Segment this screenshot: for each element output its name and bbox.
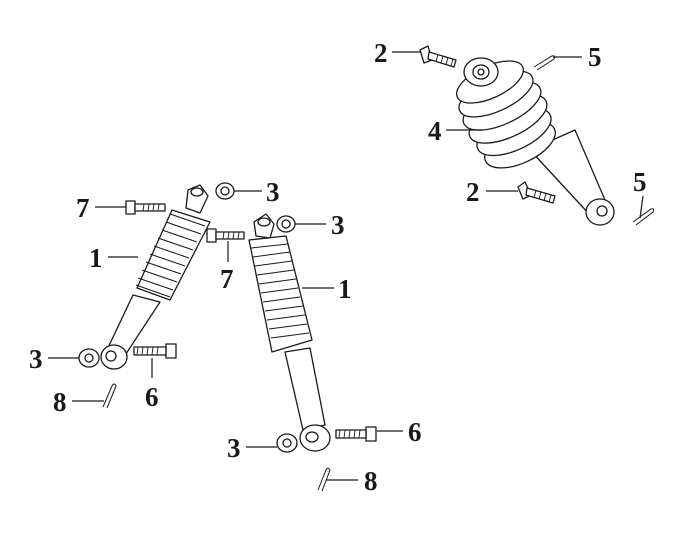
shock-absorber-1-right [248, 213, 331, 452]
bolt-7-mid [206, 228, 245, 243]
callout-6-left: 6 [145, 382, 159, 412]
callout-4: 4 [428, 116, 442, 146]
cotter-pin-8-left [102, 383, 117, 409]
bolt-2-mid [517, 181, 556, 204]
callout-3-top-right: 3 [331, 210, 345, 240]
nut-3-bottom-left [78, 348, 100, 368]
cotter-pin-8-right [317, 467, 331, 492]
callout-8-right: 8 [364, 466, 378, 496]
callouts: 2 5 4 2 5 7 3 3 1 7 1 3 6 8 3 6 8 [29, 38, 647, 496]
nut-3-top-right [276, 215, 296, 233]
cotter-pin-5-top [533, 55, 556, 71]
spring-coils [250, 243, 310, 339]
cotter-pin-5-right [632, 208, 655, 226]
callout-5-right: 5 [633, 167, 647, 197]
bolt-2-top [419, 45, 457, 68]
bolt-7-left [125, 200, 166, 215]
callout-1-right: 1 [338, 274, 352, 304]
callout-3-bottom-right: 3 [227, 433, 241, 463]
callout-7-left: 7 [76, 193, 90, 223]
callout-3-top-left: 3 [266, 177, 280, 207]
shock-absorber-1-left [100, 184, 211, 370]
callout-5-top: 5 [588, 42, 602, 72]
callout-7-mid: 7 [220, 264, 234, 294]
coil-spring [456, 60, 556, 169]
callout-2-mid: 2 [466, 177, 480, 207]
callout-3-bottom-left: 3 [29, 344, 43, 374]
callout-6-right: 6 [408, 417, 422, 447]
callout-2-top: 2 [374, 38, 388, 68]
bolt-6-left [133, 343, 177, 359]
nut-3-bottom-right [276, 433, 298, 453]
callout-8-left: 8 [53, 387, 67, 417]
spring-coils [135, 213, 206, 298]
leader-lines [48, 51, 644, 481]
nut-3-top-left [215, 182, 235, 200]
callout-1-left: 1 [89, 243, 103, 273]
bolt-6-right [335, 426, 377, 442]
shock-absorber-assembly-4 [456, 57, 615, 226]
